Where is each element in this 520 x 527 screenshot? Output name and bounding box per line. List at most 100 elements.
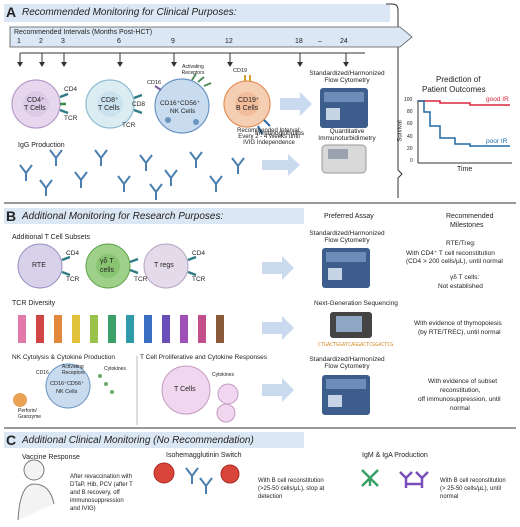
immunoglobulins-label: Immunoglobulins bbox=[255, 130, 305, 137]
igm-note-3: normal bbox=[440, 494, 459, 500]
assay-flow-b2: Standardized/Harmonized Flow Cytometry bbox=[309, 356, 385, 370]
milestone-3-l1: With evidence of thymopoiesis bbox=[414, 320, 502, 327]
milestone-4-l3: off immunosuppression, until bbox=[418, 396, 501, 403]
panel-b-title: Additional Monitoring for Research Purpo… bbox=[22, 211, 224, 222]
b-marker: CD19 bbox=[233, 68, 248, 74]
t-cell-prolif bbox=[161, 365, 211, 415]
b-label-2: B Cells bbox=[236, 105, 259, 112]
cd8-marker: CD8 bbox=[132, 101, 146, 108]
b-label-1: CD19⁺ bbox=[238, 97, 260, 104]
arrow-to-flow bbox=[280, 92, 312, 116]
nk-marker: CD16 bbox=[147, 80, 162, 86]
cd8-tcr: TCR bbox=[122, 122, 136, 129]
isohem-label: Isohemagglutinin Switch bbox=[166, 452, 242, 459]
col-milestones-1: Recommended bbox=[446, 213, 494, 220]
nk-cytolysis-label: NK Cytolysis & Cytokine Production bbox=[12, 354, 115, 361]
intervals-label: Recommended Intervals (Months Post-HCT) bbox=[14, 29, 153, 36]
milestone-4-l4: normal bbox=[450, 405, 470, 412]
milestone-4-l2: reconstitution, bbox=[440, 387, 481, 394]
milestone-1-l3: (CD4 > 200 cells/μL), until normal bbox=[406, 258, 503, 265]
nk-receptor: Activating Receptors bbox=[181, 64, 205, 76]
panel-a-letter: A bbox=[6, 4, 17, 20]
vaccine-note-4: immunosuppression bbox=[70, 498, 124, 504]
nk-label-2: NK Cells bbox=[170, 108, 196, 115]
igg-production-label: IgG Production bbox=[18, 142, 65, 149]
igm-note-2: (> 25-50 cells/μL), until bbox=[440, 486, 501, 492]
cytokines-nk: Cytokines bbox=[104, 366, 126, 372]
prediction-title-1: Prediction of bbox=[436, 75, 481, 84]
activating-2: Receptors bbox=[62, 370, 85, 376]
ytick-40: 40 bbox=[407, 134, 413, 140]
rte-tcr: TCR bbox=[66, 276, 80, 283]
nk-b-cd16: CD16 bbox=[36, 370, 49, 376]
gd-label-1: γδ T bbox=[100, 258, 114, 265]
gd-tcr: TCR bbox=[134, 276, 148, 283]
igm-note-1: With B cell reconstitution bbox=[440, 478, 506, 484]
perforin-2: Granzyme bbox=[18, 414, 42, 420]
rbc-2 bbox=[220, 464, 240, 484]
cd4-tcr: TCR bbox=[64, 115, 78, 122]
nk-b-label-1: CD16⁺CD56⁺ bbox=[50, 381, 84, 387]
igg-antibodies bbox=[19, 149, 245, 200]
milestone-3-l2: (by RTE/TREC), until normal bbox=[418, 329, 501, 336]
poor-ir-label: poor IR bbox=[486, 138, 508, 145]
rte-cd4: CD4 bbox=[66, 250, 80, 257]
panel-a-banner bbox=[4, 4, 390, 22]
ytick-0: 0 bbox=[410, 158, 413, 164]
treg-cell bbox=[143, 243, 189, 289]
vaccine-note-2: DTaP, Hib, PCV (after T bbox=[70, 482, 133, 488]
panel-b-letter: B bbox=[6, 208, 17, 224]
ytick-80: 80 bbox=[407, 109, 413, 115]
cd4-label-2: T Cells bbox=[24, 105, 46, 112]
assay-immuno-a: Quantitative Immunoturbidimetry bbox=[318, 128, 376, 142]
cd8-label-2: T Cells bbox=[98, 105, 120, 112]
patient-figure bbox=[23, 459, 45, 481]
milestone-2-l1: γδ T cells: bbox=[450, 274, 480, 281]
col-milestones-2: Milestones bbox=[450, 222, 484, 229]
t-prolif-label: T Cell Proliferative and Cytokine Respon… bbox=[140, 354, 268, 361]
survival-ylabel: Survival bbox=[397, 120, 404, 142]
t-cells-label: T Cells bbox=[174, 386, 196, 393]
col-preferred-assay: Preferred Assay bbox=[324, 213, 374, 220]
isohem-note-2: (>25-50 cells/μL), stop at bbox=[258, 486, 325, 492]
month-12: 12 bbox=[225, 38, 233, 45]
survival-xlabel: Time bbox=[457, 166, 473, 173]
panel-c-banner bbox=[4, 432, 304, 448]
cd8-label-1: CD8⁺ bbox=[101, 97, 119, 104]
rte-label: RTE bbox=[32, 262, 46, 269]
month-24: 24 bbox=[340, 38, 348, 45]
nk-label-1: CD16⁺CD56⁺ bbox=[160, 100, 201, 107]
nk-cell-b bbox=[45, 363, 91, 409]
milestone-1-l2: With CD4⁺ T cell reconstitution bbox=[406, 250, 495, 257]
treg-tcr: TCR bbox=[192, 276, 206, 283]
assay-flow-a: Standardized/Harmonized Flow Cytometry bbox=[309, 70, 385, 84]
igm-label: IgM & IgA Production bbox=[362, 452, 428, 459]
ytick-20: 20 bbox=[407, 146, 413, 152]
interval-note: Recommended Interval: Every 2 - 4 Weeks … bbox=[237, 128, 301, 146]
treg-cd4: CD4 bbox=[192, 250, 206, 257]
isohem-note-1: With B cell reconstitution bbox=[258, 478, 324, 484]
tcell-subsets-label: Additional T Cell Subsets bbox=[12, 234, 90, 241]
treg-label: T regs bbox=[154, 262, 174, 269]
cd4-marker: CD4 bbox=[64, 86, 78, 93]
vaccine-label: Vaccine Response bbox=[22, 454, 80, 461]
activating-1: Activating bbox=[62, 364, 84, 370]
month-3: 3 bbox=[61, 38, 65, 45]
month-6: 6 bbox=[117, 38, 121, 45]
igm-antibody bbox=[361, 469, 379, 487]
cd4-label-1: CD4⁺ bbox=[27, 97, 45, 104]
ytick-100: 100 bbox=[404, 97, 413, 103]
panel-c-letter: C bbox=[6, 432, 17, 448]
assay-flow-b1: Standardized/Harmonized Flow Cytometry bbox=[309, 230, 385, 244]
vaccine-note-1: After revaccination with bbox=[70, 474, 133, 480]
panel-a-brace bbox=[386, 3, 403, 198]
panel-c-title: Additional Clinical Monitoring (No Recom… bbox=[22, 435, 254, 446]
month-1: 1 bbox=[17, 38, 21, 45]
timeline-arrow bbox=[9, 26, 413, 48]
rbc-1 bbox=[153, 462, 175, 484]
ytick-60: 60 bbox=[407, 121, 413, 127]
milestone-4-l1: With evidence of subset bbox=[428, 378, 498, 385]
month-18: 18 bbox=[295, 38, 303, 45]
perforin-1: Perforin/ bbox=[18, 408, 37, 414]
